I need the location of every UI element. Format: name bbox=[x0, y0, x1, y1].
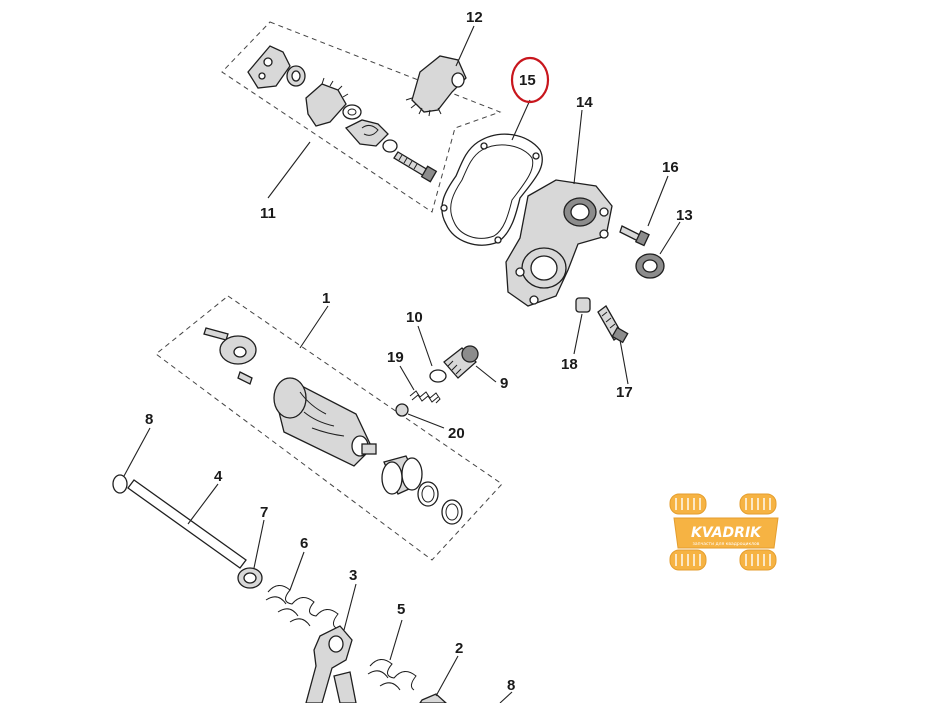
callout-16: 16 bbox=[662, 159, 679, 176]
shift-fork-2 bbox=[419, 693, 447, 703]
part-15: 15 bbox=[440, 56, 550, 246]
callout-14: 14 bbox=[576, 94, 593, 111]
part-10: 10 bbox=[406, 309, 447, 383]
circlip-1 bbox=[417, 481, 439, 507]
callout-11: 11 bbox=[260, 205, 276, 222]
callout-8-lower: 8 bbox=[507, 677, 515, 694]
o-ring-10 bbox=[429, 369, 447, 383]
callout-5: 5 bbox=[397, 601, 405, 618]
part-14: 14 bbox=[505, 94, 613, 307]
callout-20: 20 bbox=[448, 425, 465, 442]
watermark-brand: KVADRIK bbox=[691, 525, 762, 541]
spring-6 bbox=[267, 585, 339, 629]
part-9: 9 bbox=[443, 345, 508, 392]
shift-fork-shaft bbox=[127, 479, 247, 569]
part-5: 5 bbox=[367, 601, 417, 691]
bolt-11 bbox=[393, 151, 429, 177]
assembly-1-outline bbox=[155, 295, 503, 561]
callout-13: 13 bbox=[676, 207, 693, 224]
part-2: 2 bbox=[419, 640, 463, 703]
torsion-spring bbox=[344, 119, 389, 147]
part-16: 16 bbox=[619, 159, 679, 247]
circlip-8-upper bbox=[112, 474, 128, 494]
callout-12: 12 bbox=[466, 9, 483, 26]
callout-1: 1 bbox=[322, 290, 330, 307]
part-17: 17 bbox=[597, 305, 633, 401]
part-4: 4 bbox=[127, 468, 247, 569]
callout-6: 6 bbox=[300, 535, 308, 552]
shift-cover bbox=[505, 179, 613, 307]
callout-7: 7 bbox=[260, 504, 268, 521]
callout-9: 9 bbox=[500, 375, 508, 392]
part-12: 12 bbox=[405, 9, 483, 117]
washer-11 bbox=[342, 104, 362, 120]
detent-ball bbox=[395, 403, 409, 417]
part-3: 3 bbox=[305, 567, 357, 703]
callout-8-upper: 8 bbox=[145, 411, 153, 428]
shift-bracket bbox=[247, 45, 291, 89]
callout-17: 17 bbox=[616, 384, 633, 401]
callout-15: 15 bbox=[519, 72, 536, 89]
watermark-tagline: запчасти для квадроциклов bbox=[693, 542, 760, 547]
part-8-upper: 8 bbox=[112, 411, 153, 494]
dowel-pin bbox=[575, 297, 591, 313]
callout-19: 19 bbox=[387, 349, 404, 366]
spring-5 bbox=[369, 659, 417, 691]
callout-10: 10 bbox=[406, 309, 423, 326]
part-19: 19 bbox=[387, 349, 441, 404]
part-20: 20 bbox=[395, 403, 465, 442]
callout-18: 18 bbox=[561, 356, 578, 373]
part-18: 18 bbox=[561, 297, 591, 373]
part-13: 13 bbox=[635, 207, 693, 279]
part-6: 6 bbox=[265, 535, 339, 629]
shift-lever-gear bbox=[305, 83, 347, 127]
callout-4: 4 bbox=[214, 468, 223, 485]
part-8-lower: 8 bbox=[499, 677, 515, 703]
assembly-1: 1 bbox=[155, 290, 503, 561]
detent-spring bbox=[409, 390, 441, 404]
highlight-circle-15 bbox=[510, 56, 550, 104]
assembly-11: 11 bbox=[221, 21, 502, 222]
callout-2: 2 bbox=[455, 640, 463, 657]
part-7: 7 bbox=[237, 504, 268, 589]
callout-3: 3 bbox=[349, 567, 357, 584]
kvadrik-watermark-logo: KVADRIK запчасти для квадроциклов bbox=[669, 493, 779, 571]
